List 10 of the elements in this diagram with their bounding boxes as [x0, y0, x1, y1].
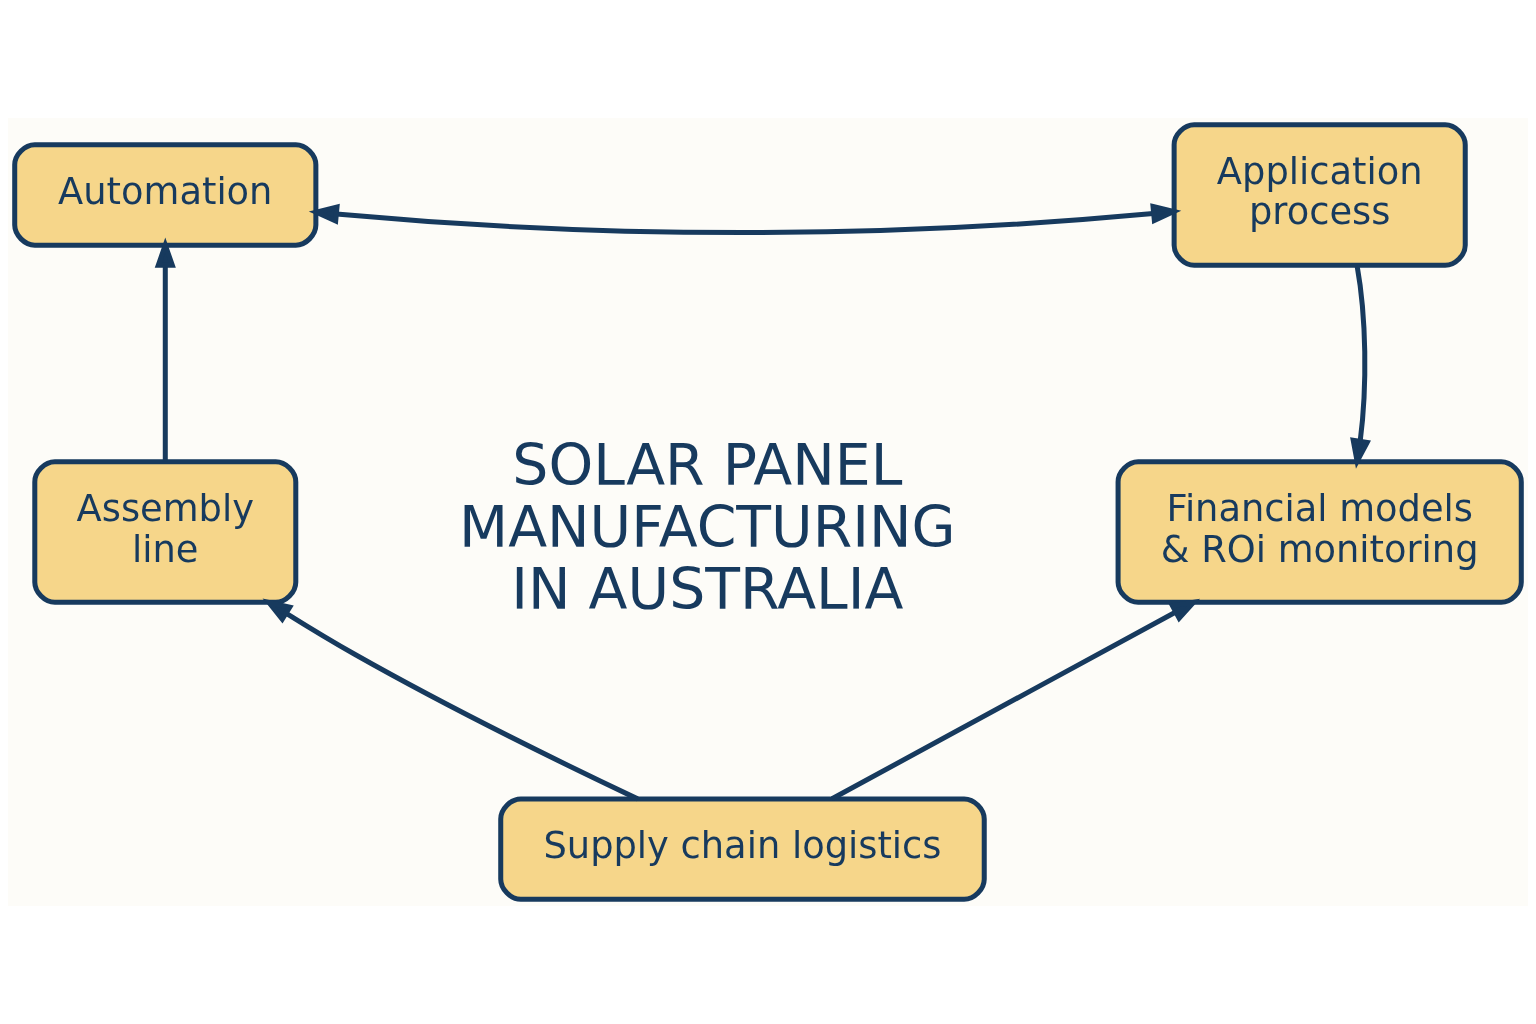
- node-box: Application process: [1171, 122, 1468, 268]
- node-text: SOLAR PANEL MANUFACTURING IN AUSTRALIA: [459, 431, 956, 622]
- node-box: Assembly line: [32, 459, 299, 605]
- arrow: [1350, 265, 1371, 469]
- arrow: [154, 237, 176, 462]
- arrow: [262, 598, 639, 802]
- node-box: Financial models & ROi monitoring: [1115, 459, 1524, 605]
- arrow: [308, 203, 1182, 236]
- node-box: Automation: [12, 142, 319, 248]
- node-box: Supply chain logistics: [498, 796, 987, 902]
